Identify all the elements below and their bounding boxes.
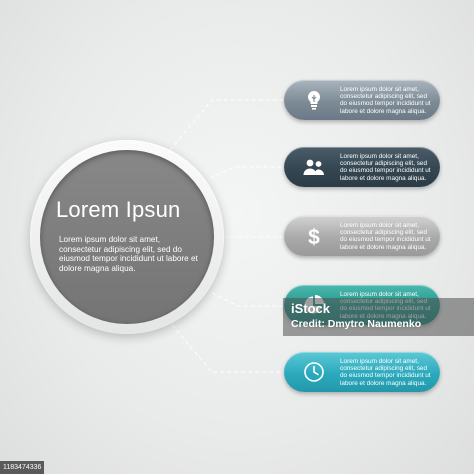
clock-icon [302, 360, 326, 384]
info-pill-5: Lorem ipsum dolor sit amet, consectetur … [284, 352, 440, 392]
connector-2 [209, 166, 284, 179]
info-pill-3: $ Lorem ipsum dolor sit amet, consectetu… [284, 216, 440, 256]
people-icon [302, 155, 326, 179]
main-description: Lorem ipsum dolor sit amet, consectetur … [59, 235, 198, 273]
main-circle [30, 140, 224, 334]
connector-1 [169, 99, 284, 151]
pill-5-text: Lorem ipsum dolor sit amet, consectetur … [340, 358, 431, 387]
info-pill-2: Lorem ipsum dolor sit amet, consectetur … [284, 147, 440, 187]
stock-id-label: 1183474336 [0, 461, 45, 474]
lightbulb-icon [302, 88, 326, 112]
pill-3-text: Lorem ipsum dolor sit amet, consectetur … [340, 222, 431, 251]
info-pill-1: Lorem ipsum dolor sit amet, consectetur … [284, 80, 440, 120]
main-title: Lorem Ipsun [56, 197, 181, 222]
stock-watermark: iStock Credit: Dmytro Naumenko [283, 298, 474, 336]
main-disc [40, 150, 214, 324]
pill-1-text: Lorem ipsum dolor sit amet, consectetur … [340, 86, 431, 115]
watermark-logo: iStock [291, 301, 331, 316]
connector-4 [211, 292, 284, 307]
svg-text:$: $ [308, 226, 320, 248]
watermark-credit: Credit: Dmytro Naumenko [291, 318, 422, 330]
connector-5 [171, 324, 284, 373]
pill-2-text: Lorem ipsum dolor sit amet, consectetur … [340, 153, 431, 182]
dollar-icon: $ [302, 224, 326, 248]
